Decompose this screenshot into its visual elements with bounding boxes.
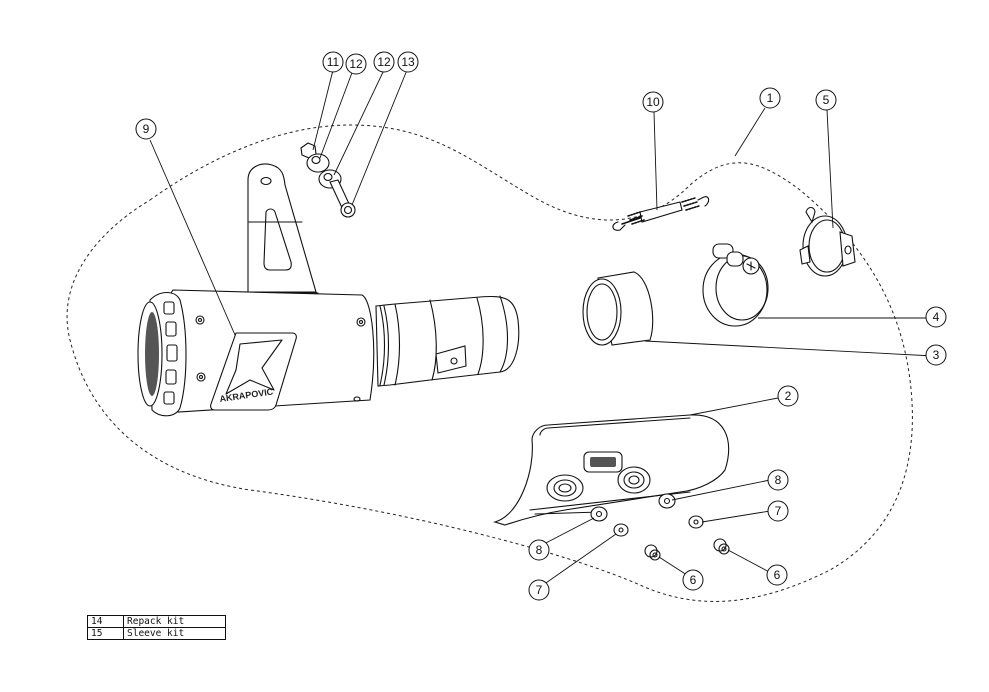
callout-6a[interactable]: 6 xyxy=(682,569,704,591)
small-hardware xyxy=(590,493,730,561)
svg-text:2: 2 xyxy=(785,389,792,403)
mounting-clamp xyxy=(799,206,856,277)
callout-2[interactable]: 2 xyxy=(777,385,799,407)
kit-description: Repack kit xyxy=(123,615,226,628)
callout-6b[interactable]: 6 xyxy=(766,564,788,586)
kits-table: 14 Repack kit 15 Sleeve kit xyxy=(87,615,226,640)
kit-number: 15 xyxy=(87,627,124,640)
svg-text:6: 6 xyxy=(690,573,697,587)
svg-text:7: 7 xyxy=(775,504,782,518)
callout-10[interactable]: 10 xyxy=(642,91,664,113)
svg-text:12: 12 xyxy=(377,55,391,69)
sleeve xyxy=(582,271,654,346)
svg-text:13: 13 xyxy=(401,55,415,69)
callout-8b[interactable]: 8 xyxy=(528,539,550,561)
svg-text:4: 4 xyxy=(933,310,940,324)
callout-1[interactable]: 1 xyxy=(759,87,781,109)
callout-12b[interactable]: 12 xyxy=(373,51,395,73)
heat-shield-logo xyxy=(590,457,616,467)
heat-shield xyxy=(493,414,730,526)
callout-7b[interactable]: 7 xyxy=(528,579,550,601)
callout-7a[interactable]: 7 xyxy=(767,500,789,522)
kit-number: 14 xyxy=(87,615,124,628)
callout-9[interactable]: 9 xyxy=(135,118,157,140)
callout-12a[interactable]: 12 xyxy=(345,53,367,75)
svg-text:10: 10 xyxy=(646,95,660,109)
spring xyxy=(612,196,710,231)
svg-text:12: 12 xyxy=(349,57,363,71)
callout-5[interactable]: 5 xyxy=(815,89,837,111)
svg-text:8: 8 xyxy=(536,543,543,557)
table-row: 15 Sleeve kit xyxy=(87,627,226,640)
muffler: AKRAPOVIC xyxy=(137,163,520,417)
callout-13[interactable]: 13 xyxy=(397,51,419,73)
svg-text:3: 3 xyxy=(933,348,940,362)
leader-lines xyxy=(149,69,935,586)
svg-text:8: 8 xyxy=(775,473,782,487)
callout-3[interactable]: 3 xyxy=(925,344,947,366)
svg-text:7: 7 xyxy=(536,583,543,597)
kit-description: Sleeve kit xyxy=(123,627,226,640)
svg-text:5: 5 xyxy=(823,93,830,107)
kit-boundary-outline xyxy=(66,124,913,602)
end-cap-mesh xyxy=(145,312,159,396)
callout-8a[interactable]: 8 xyxy=(767,469,789,491)
mounting-hardware xyxy=(300,142,356,218)
svg-text:9: 9 xyxy=(143,122,150,136)
svg-text:1: 1 xyxy=(767,91,774,105)
svg-text:11: 11 xyxy=(327,55,340,69)
table-row: 14 Repack kit xyxy=(87,615,226,628)
callout-4[interactable]: 4 xyxy=(925,306,947,328)
hose-clamp xyxy=(702,243,769,327)
callout-11[interactable]: 11 xyxy=(322,51,344,73)
svg-text:6: 6 xyxy=(774,568,781,582)
